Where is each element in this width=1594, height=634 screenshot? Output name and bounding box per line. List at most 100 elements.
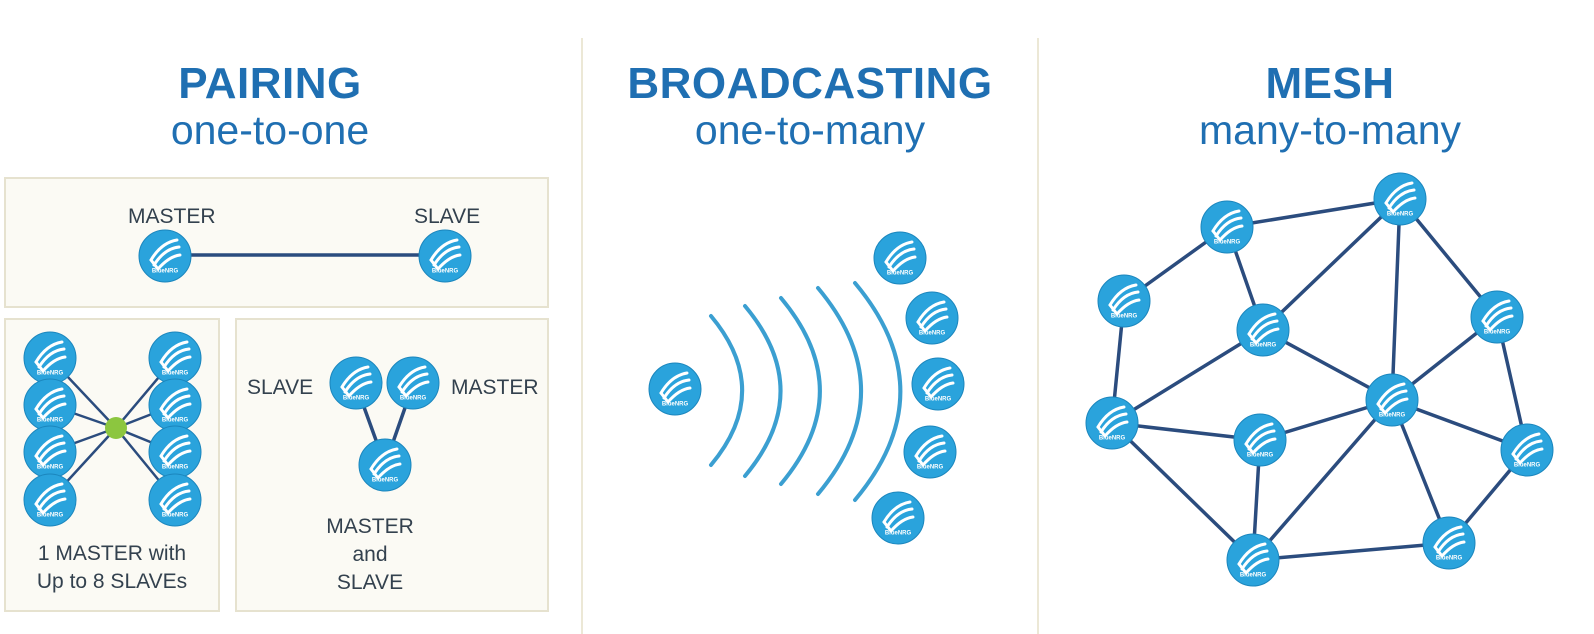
star-slave-node-icon: BlueNRG (23, 425, 77, 479)
mesh-title: MESH (1265, 59, 1395, 108)
node-label: BlueNRG (1240, 573, 1267, 579)
node-label: BlueNRG (152, 269, 179, 275)
divider-right (1037, 38, 1039, 634)
node-label: BlueNRG (1247, 453, 1274, 459)
star-slave-node-icon: BlueNRG (148, 331, 202, 385)
pairing-subtitle: one-to-one (170, 107, 370, 153)
triangle-slave-node-icon: BlueNRG (329, 356, 383, 410)
edges (48, 197, 1529, 562)
star-slave-node-icon: BlueNRG (23, 473, 77, 527)
node-label: BlueNRG (37, 465, 64, 471)
star-slave-node-icon: BlueNRG (148, 378, 202, 432)
star-caption-line2: Up to 8 SLAVEs (36, 570, 188, 593)
mesh-node-icon: BlueNRG (1422, 516, 1476, 570)
broadcast-source-node-icon: BlueNRG (648, 362, 702, 416)
node-label: BlueNRG (432, 269, 459, 275)
node-label: BlueNRG (887, 271, 914, 277)
broadcast-receiver-node-icon: BlueNRG (905, 291, 959, 345)
mesh-node-icon: BlueNRG (1200, 200, 1254, 254)
mesh-link (1261, 197, 1402, 332)
star-caption-line1: 1 MASTER with (37, 542, 187, 565)
node-label: BlueNRG (1387, 212, 1414, 218)
triangle-master-slave-node-icon: BlueNRG (358, 438, 412, 492)
broadcast-receiver-node-icon: BlueNRG (873, 231, 927, 285)
star-slave-node-icon: BlueNRG (23, 331, 77, 385)
broadcast-wave (853, 281, 903, 502)
node-label: BlueNRG (1514, 463, 1541, 469)
hub-dot (105, 417, 127, 439)
node-label: BlueNRG (162, 371, 189, 377)
node-label: BlueNRG (162, 513, 189, 519)
triangle-master-node-icon: BlueNRG (386, 356, 440, 410)
mesh-link (1251, 541, 1451, 562)
node-label: BlueNRG (662, 402, 689, 408)
pairing-slave-label: SLAVE (414, 205, 481, 228)
mesh-link (1251, 398, 1394, 562)
node-label: BlueNRG (343, 396, 370, 402)
mesh-link (1110, 328, 1265, 425)
mesh-node-icon: BlueNRG (1470, 290, 1524, 344)
triangle-slave-label: SLAVE (247, 376, 314, 399)
mesh-node-icon: BlueNRG (1236, 303, 1290, 357)
broadcasting-title: BROADCASTING (627, 59, 993, 108)
node-label: BlueNRG (1484, 330, 1511, 336)
broadcast-wave (816, 286, 864, 496)
broadcast-wave (709, 314, 745, 467)
divider-left (581, 38, 583, 634)
node-label: BlueNRG (919, 331, 946, 337)
star-slave-node-icon: BlueNRG (23, 378, 77, 432)
mesh-node-icon: BlueNRG (1085, 396, 1139, 450)
master-node-icon: BlueNRG (138, 229, 192, 283)
node-label: BlueNRG (162, 465, 189, 471)
node-label: BlueNRG (1436, 556, 1463, 562)
node-label: BlueNRG (917, 465, 944, 471)
mesh-node-icon: BlueNRG (1500, 423, 1554, 477)
triangle-master-label: MASTER (451, 376, 539, 399)
broadcasting-heading: BROADCASTING one-to-many (610, 62, 1010, 151)
star-caption: 1 MASTER with Up to 8 SLAVEs (12, 540, 212, 596)
node-label: BlueNRG (1111, 314, 1138, 320)
node-label: BlueNRG (372, 478, 399, 484)
broadcast-receiver-node-icon: BlueNRG (911, 357, 965, 411)
mesh-node-icon: BlueNRG (1365, 373, 1419, 427)
mesh-link (1390, 197, 1402, 402)
broadcasting-subtitle: one-to-many (694, 107, 926, 153)
star-slave-node-icon: BlueNRG (148, 473, 202, 527)
mesh-link (1225, 197, 1402, 229)
mesh-node-icon: BlueNRG (1097, 274, 1151, 328)
node-label: BlueNRG (1214, 240, 1241, 246)
mesh-link (1110, 421, 1255, 562)
node-label: BlueNRG (400, 396, 427, 402)
hub (105, 417, 127, 439)
broadcast-wave (743, 304, 783, 478)
nodes: BlueNRG BlueNRG BlueNRG BlueNRG BlueNRG BlueN… (23, 172, 1554, 587)
mesh-node-icon: BlueNRG (1226, 533, 1280, 587)
pairing-heading: PAIRING one-to-one (70, 62, 470, 151)
star-slave-node-icon: BlueNRG (148, 425, 202, 479)
node-label: BlueNRG (37, 513, 64, 519)
node-label: BlueNRG (1379, 413, 1406, 419)
node-label: BlueNRG (37, 371, 64, 377)
triangle-bottom-line1: MASTER (326, 515, 414, 538)
broadcast-receiver-node-icon: BlueNRG (903, 425, 957, 479)
mesh-subtitle: many-to-many (1198, 107, 1461, 153)
broadcast-receiver-node-icon: BlueNRG (871, 491, 925, 545)
mesh-node-icon: BlueNRG (1233, 413, 1287, 467)
node-label: BlueNRG (1250, 343, 1277, 349)
node-label: BlueNRG (162, 418, 189, 424)
broadcast-waves (709, 281, 903, 502)
node-label: BlueNRG (925, 397, 952, 403)
triangle-bottom-line2: and (352, 543, 388, 566)
mesh-heading: MESH many-to-many (1140, 62, 1520, 151)
broadcast-wave (779, 296, 822, 486)
node-label: BlueNRG (37, 418, 64, 424)
node-label: BlueNRG (1099, 436, 1126, 442)
triangle-bottom-line3: SLAVE (336, 571, 404, 594)
pairing-title: PAIRING (178, 59, 362, 108)
triangle-bottom-caption: MASTER and SLAVE (300, 513, 440, 597)
node-label: BlueNRG (885, 531, 912, 537)
slave-node-icon: BlueNRG (418, 229, 472, 283)
mesh-node-icon: BlueNRG (1373, 172, 1427, 226)
pairing-master-label: MASTER (128, 205, 216, 228)
